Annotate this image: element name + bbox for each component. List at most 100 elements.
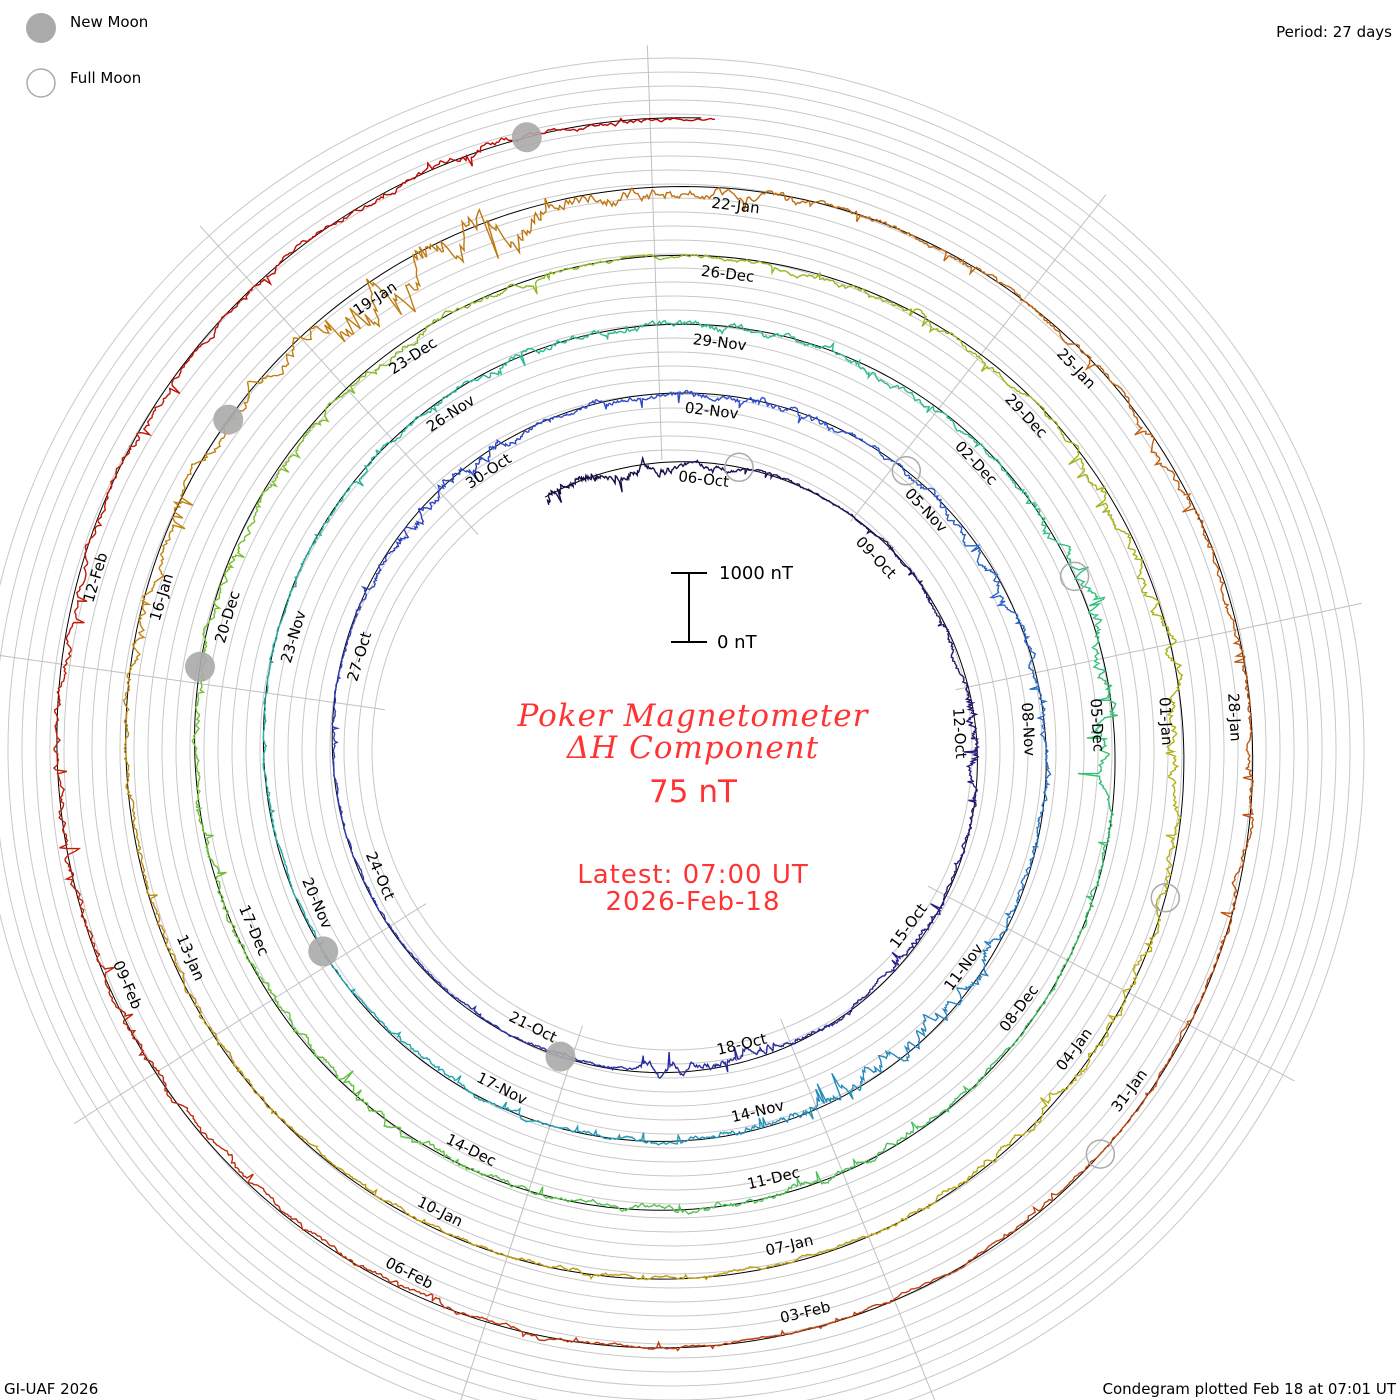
date-label: 29-Nov xyxy=(692,330,748,354)
trace-segment xyxy=(682,1131,730,1143)
radial-grid-line xyxy=(646,45,663,461)
trace-segment xyxy=(674,459,710,470)
trace-segment xyxy=(565,187,633,208)
trace-segment xyxy=(765,401,806,424)
full-moon-legend-icon xyxy=(26,68,56,98)
trace-segment xyxy=(837,996,867,1022)
trace-segment xyxy=(546,480,576,505)
trace-segment xyxy=(956,956,990,996)
trace-segment xyxy=(660,1052,700,1077)
trace-segment xyxy=(386,1277,453,1311)
trace-segment xyxy=(335,1166,390,1203)
trace-segment xyxy=(777,475,811,491)
trace-segment xyxy=(262,719,268,769)
trace-segment xyxy=(1105,977,1138,1033)
trace-segment xyxy=(547,329,597,351)
trace-segment xyxy=(94,464,122,534)
trace-segment xyxy=(1166,676,1183,739)
trace-segment xyxy=(1231,837,1251,907)
trace-segment xyxy=(152,524,175,588)
trace-segment xyxy=(314,1055,357,1095)
trace-segment xyxy=(951,332,998,374)
trace-segment xyxy=(896,227,958,262)
trace-segment xyxy=(692,1266,755,1281)
trace-segment xyxy=(645,319,698,327)
trace-segment xyxy=(284,863,303,909)
trace-segment xyxy=(296,532,323,577)
trace-segment xyxy=(809,489,841,509)
trace-segment xyxy=(803,1306,871,1331)
trace-segment xyxy=(340,278,403,337)
trace-segment xyxy=(393,243,444,313)
date-label: 21-Oct xyxy=(506,1008,560,1047)
trace-segment xyxy=(766,190,834,208)
trace-segment xyxy=(1027,656,1043,702)
grid-circle xyxy=(7,85,1337,1400)
trace-segment xyxy=(504,1254,567,1270)
radial-grid-line xyxy=(955,602,1362,691)
trace-segment xyxy=(281,1009,316,1056)
trace-segment xyxy=(552,260,611,275)
trace-segment xyxy=(447,1155,500,1179)
trace-segment xyxy=(1050,1150,1104,1201)
footer-plot-time: Condegram plotted Feb 18 at 07:01 UT xyxy=(1102,1380,1396,1398)
trace-segment xyxy=(733,1329,804,1343)
trace-segment xyxy=(865,970,893,997)
date-label: 06-Oct xyxy=(677,467,730,491)
trace-segment xyxy=(1064,341,1118,387)
trace-segment xyxy=(99,963,134,1032)
trace-segment xyxy=(641,390,685,404)
trace-segment xyxy=(223,525,251,579)
trace-segment xyxy=(120,402,164,465)
trace-segment xyxy=(375,418,416,454)
grid-circle xyxy=(119,197,1225,1303)
trace-segment xyxy=(609,463,643,493)
trace-segment xyxy=(269,1195,327,1242)
date-label: 16-Jan xyxy=(146,571,177,623)
trace-segment xyxy=(768,1171,823,1200)
grid-circle xyxy=(329,407,1015,1093)
trace-segment xyxy=(270,816,286,864)
trace-segment xyxy=(965,544,999,578)
trace-segment xyxy=(893,553,918,581)
trace-segment xyxy=(605,1202,661,1212)
chart-subtitle: ΔH Component xyxy=(566,730,820,766)
trace-segment xyxy=(989,576,1019,616)
trace-segment xyxy=(1102,1095,1148,1152)
trace-segment xyxy=(195,802,214,859)
radial-grid-line xyxy=(460,1025,583,1400)
trace-segment xyxy=(1044,745,1052,791)
trace-segment xyxy=(1036,700,1048,746)
radial-grid-line xyxy=(199,225,479,535)
date-label: 11-Nov xyxy=(940,940,987,994)
chart-title: Poker Magnetometer xyxy=(517,698,869,734)
date-label: 14-Dec xyxy=(443,1130,499,1170)
trace-segment xyxy=(1032,972,1063,1019)
trace-segment xyxy=(668,253,729,262)
trace-segment xyxy=(122,649,141,715)
trace-segment xyxy=(733,1043,770,1062)
trace-segment xyxy=(586,117,663,128)
grid-circle xyxy=(203,281,1141,1219)
trace-segment xyxy=(661,117,715,123)
trace-segment xyxy=(378,536,406,569)
trace-segment xyxy=(879,453,915,482)
trace-segment xyxy=(1165,798,1182,860)
trace-segment xyxy=(1041,517,1072,565)
trace-segment xyxy=(1004,876,1026,919)
trace-segment xyxy=(866,529,896,554)
trace-segment xyxy=(130,1029,169,1095)
trace-segment xyxy=(832,205,898,230)
trace-segment xyxy=(562,398,602,418)
grid-circle xyxy=(161,239,1183,1261)
trace-segment xyxy=(631,187,700,203)
trace-segment xyxy=(59,822,82,895)
trace-segment xyxy=(1077,767,1115,822)
full-moon-marker xyxy=(724,452,754,483)
radial-grid-line xyxy=(73,903,427,1125)
trace-segment xyxy=(958,1058,998,1097)
date-label: 03-Feb xyxy=(778,1298,832,1327)
trace-segment xyxy=(891,1022,927,1062)
trace-segment xyxy=(1242,767,1254,839)
grid-circle xyxy=(273,351,1071,1149)
